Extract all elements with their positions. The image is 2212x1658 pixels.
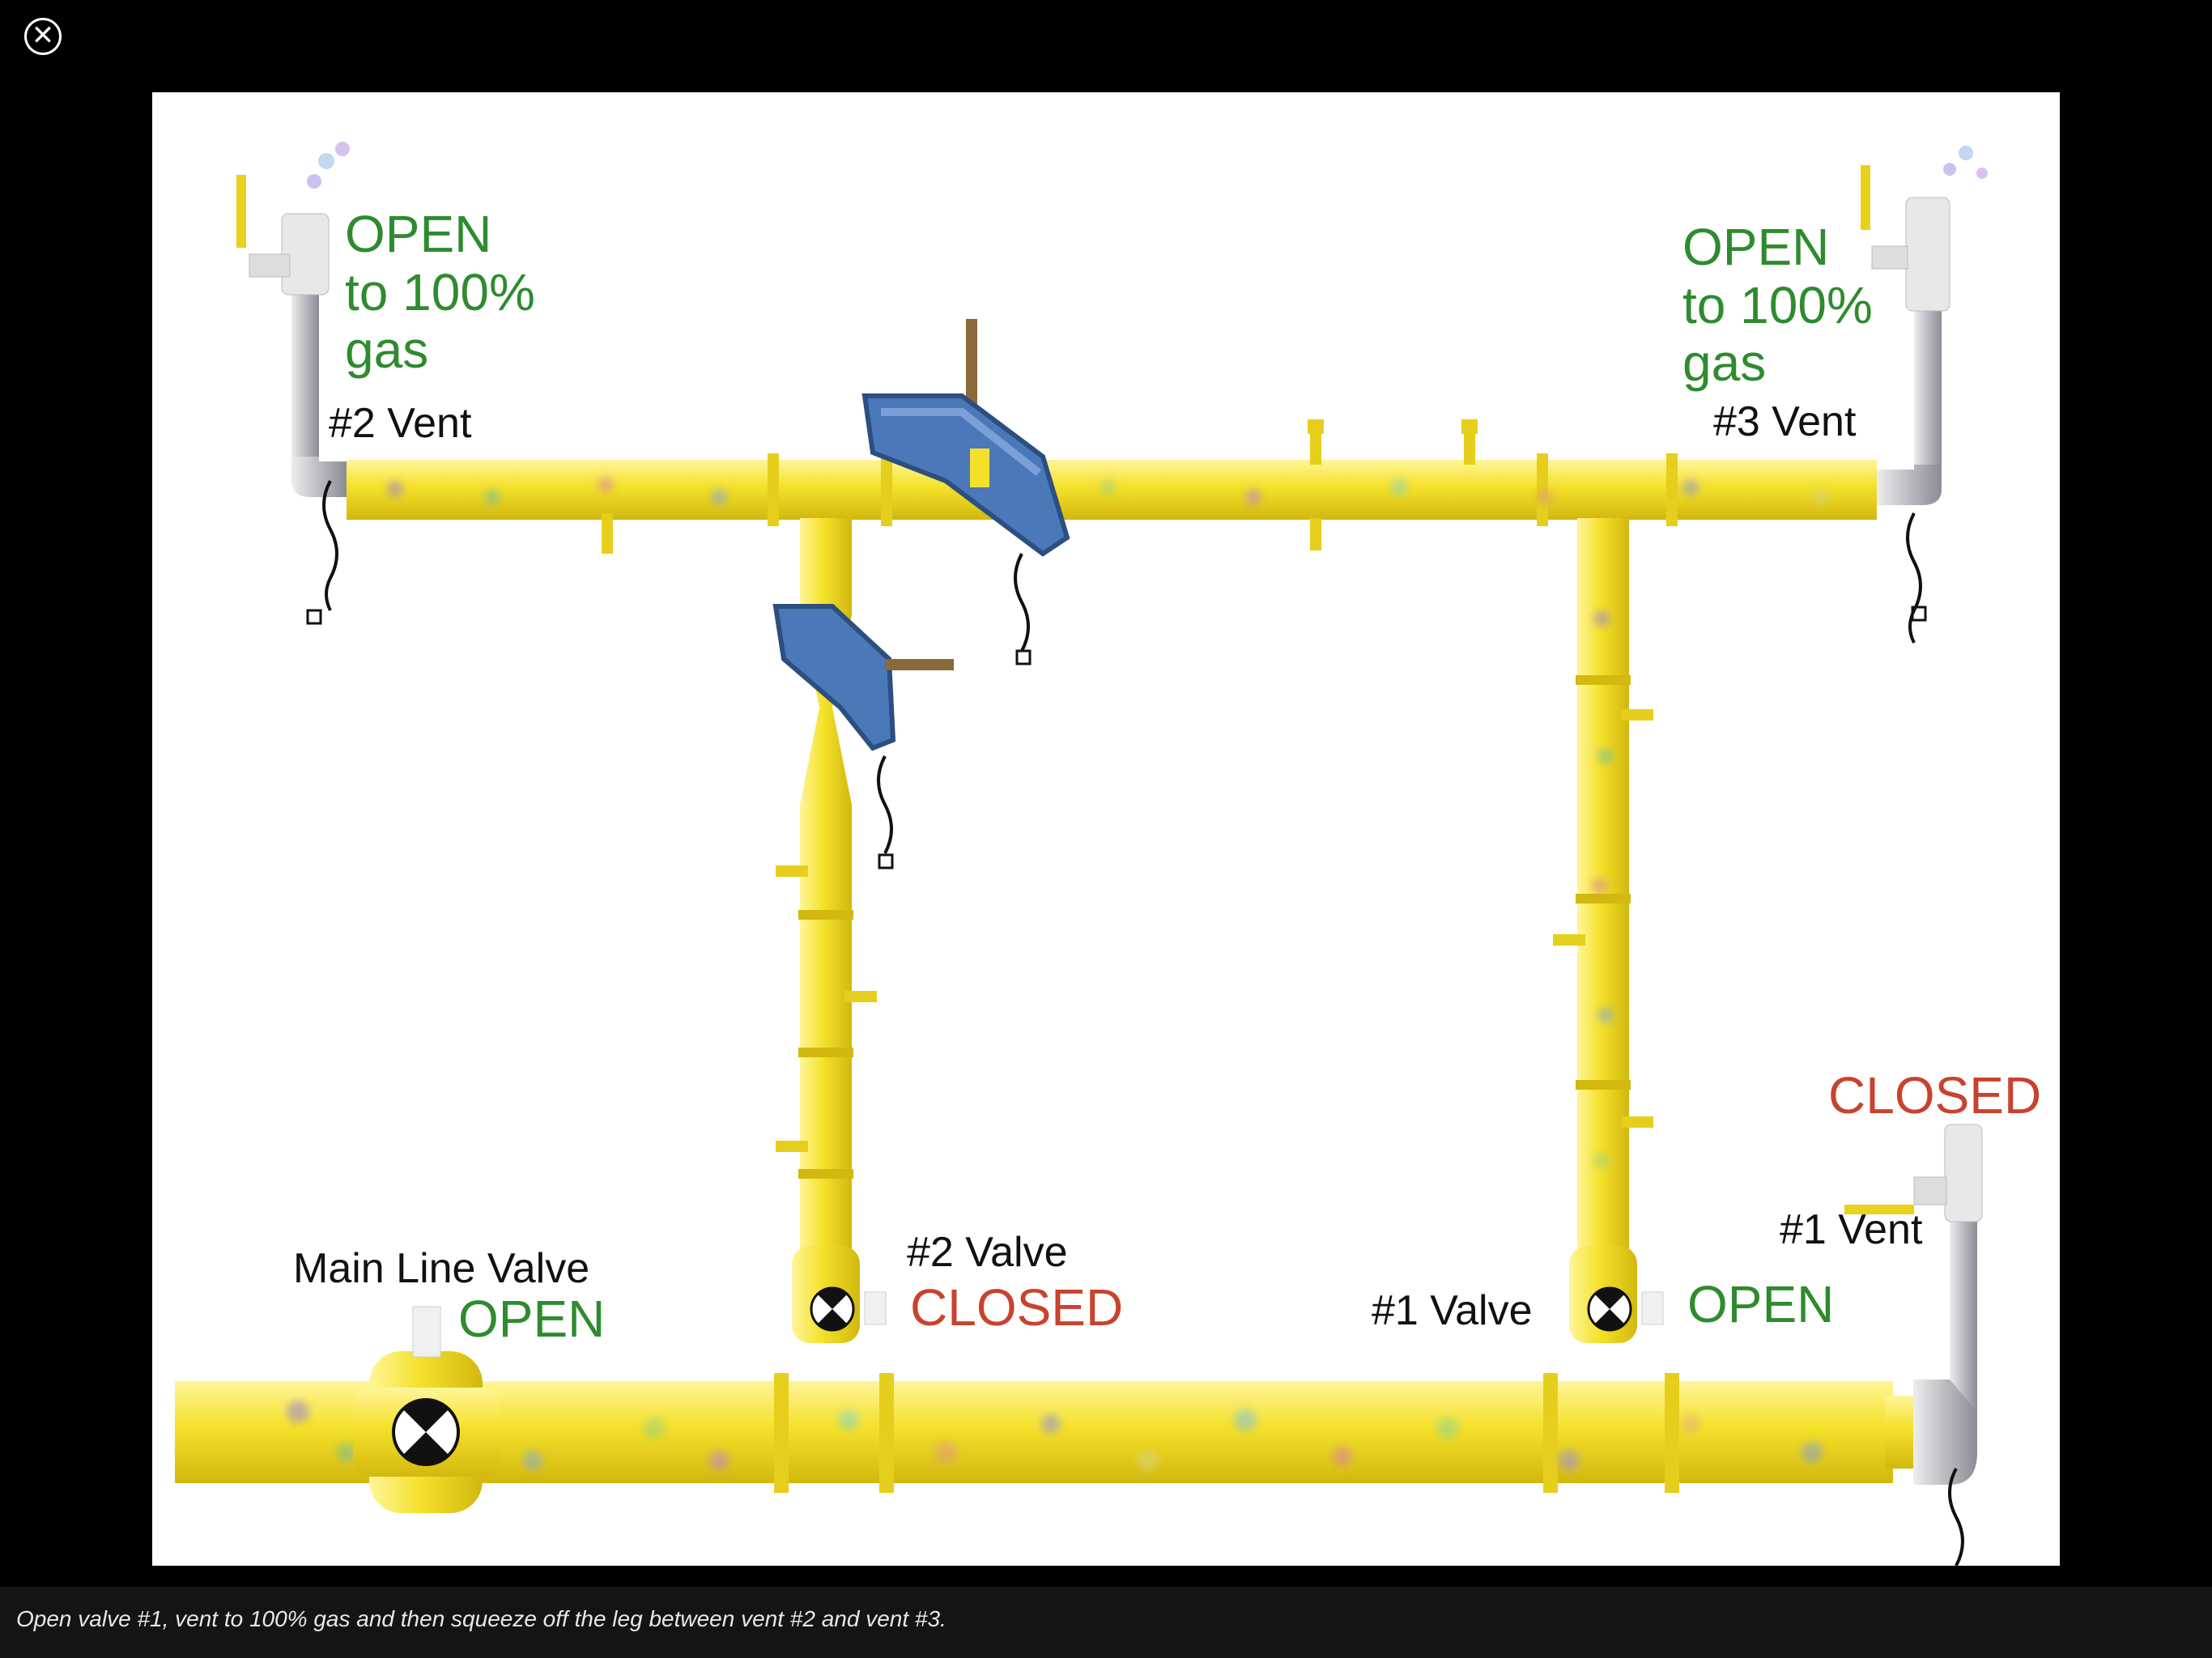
vent-1-label: #1 Vent <box>1780 1206 1923 1253</box>
valve-2-label: #2 Valve <box>907 1229 1068 1276</box>
vent-2-label: #2 Vent <box>329 400 472 447</box>
vent-3-label: #3 Vent <box>1713 398 1857 445</box>
squeeze-tool-top[interactable] <box>861 319 1070 665</box>
left-leg-pipe <box>776 518 877 1290</box>
vent-2-status-line1: OPEN <box>345 205 492 263</box>
main-line-valve[interactable] <box>353 1306 499 1513</box>
vent-3-status-line2: to 100% <box>1682 275 1873 334</box>
vent-3-assembly <box>1861 146 1988 644</box>
valve-2-status: CLOSED <box>910 1278 1124 1337</box>
close-icon[interactable]: ✕ <box>24 18 62 55</box>
vent-2-status-line2: to 100% <box>345 262 535 321</box>
diagram-stage: OPEN to 100% gas #2 Vent OPEN to 100% ga… <box>152 92 2060 1566</box>
vent-2-status: OPEN to 100% gas <box>345 205 535 380</box>
main-valve-label: Main Line Valve <box>293 1245 590 1292</box>
vent-3-status-line3: gas <box>1682 334 1767 393</box>
squeeze-tool-leg[interactable] <box>772 604 954 869</box>
vent-1-status: CLOSED <box>1828 1066 2042 1124</box>
main-valve-status: OPEN <box>458 1290 606 1348</box>
valve-1-status: OPEN <box>1687 1275 1835 1333</box>
right-leg-pipe <box>1553 518 1653 1290</box>
vent-2-assembly <box>236 142 350 625</box>
pipe-diagram <box>175 142 1988 1566</box>
vent-3-status-line1: OPEN <box>1682 218 1830 276</box>
valve-1[interactable] <box>1569 1246 1664 1343</box>
vent-1-assembly <box>1844 1124 1983 1566</box>
valve-2[interactable] <box>792 1246 887 1343</box>
valve-1-label: #1 Valve <box>1372 1287 1533 1334</box>
image-caption: Open valve #1, vent to 100% gas and then… <box>16 1606 946 1631</box>
vent-3-status: OPEN to 100% gas <box>1682 218 1873 393</box>
vent-2-status-line3: gas <box>345 321 429 380</box>
caption-bar: Open valve #1, vent to 100% gas and then… <box>0 1587 2212 1658</box>
